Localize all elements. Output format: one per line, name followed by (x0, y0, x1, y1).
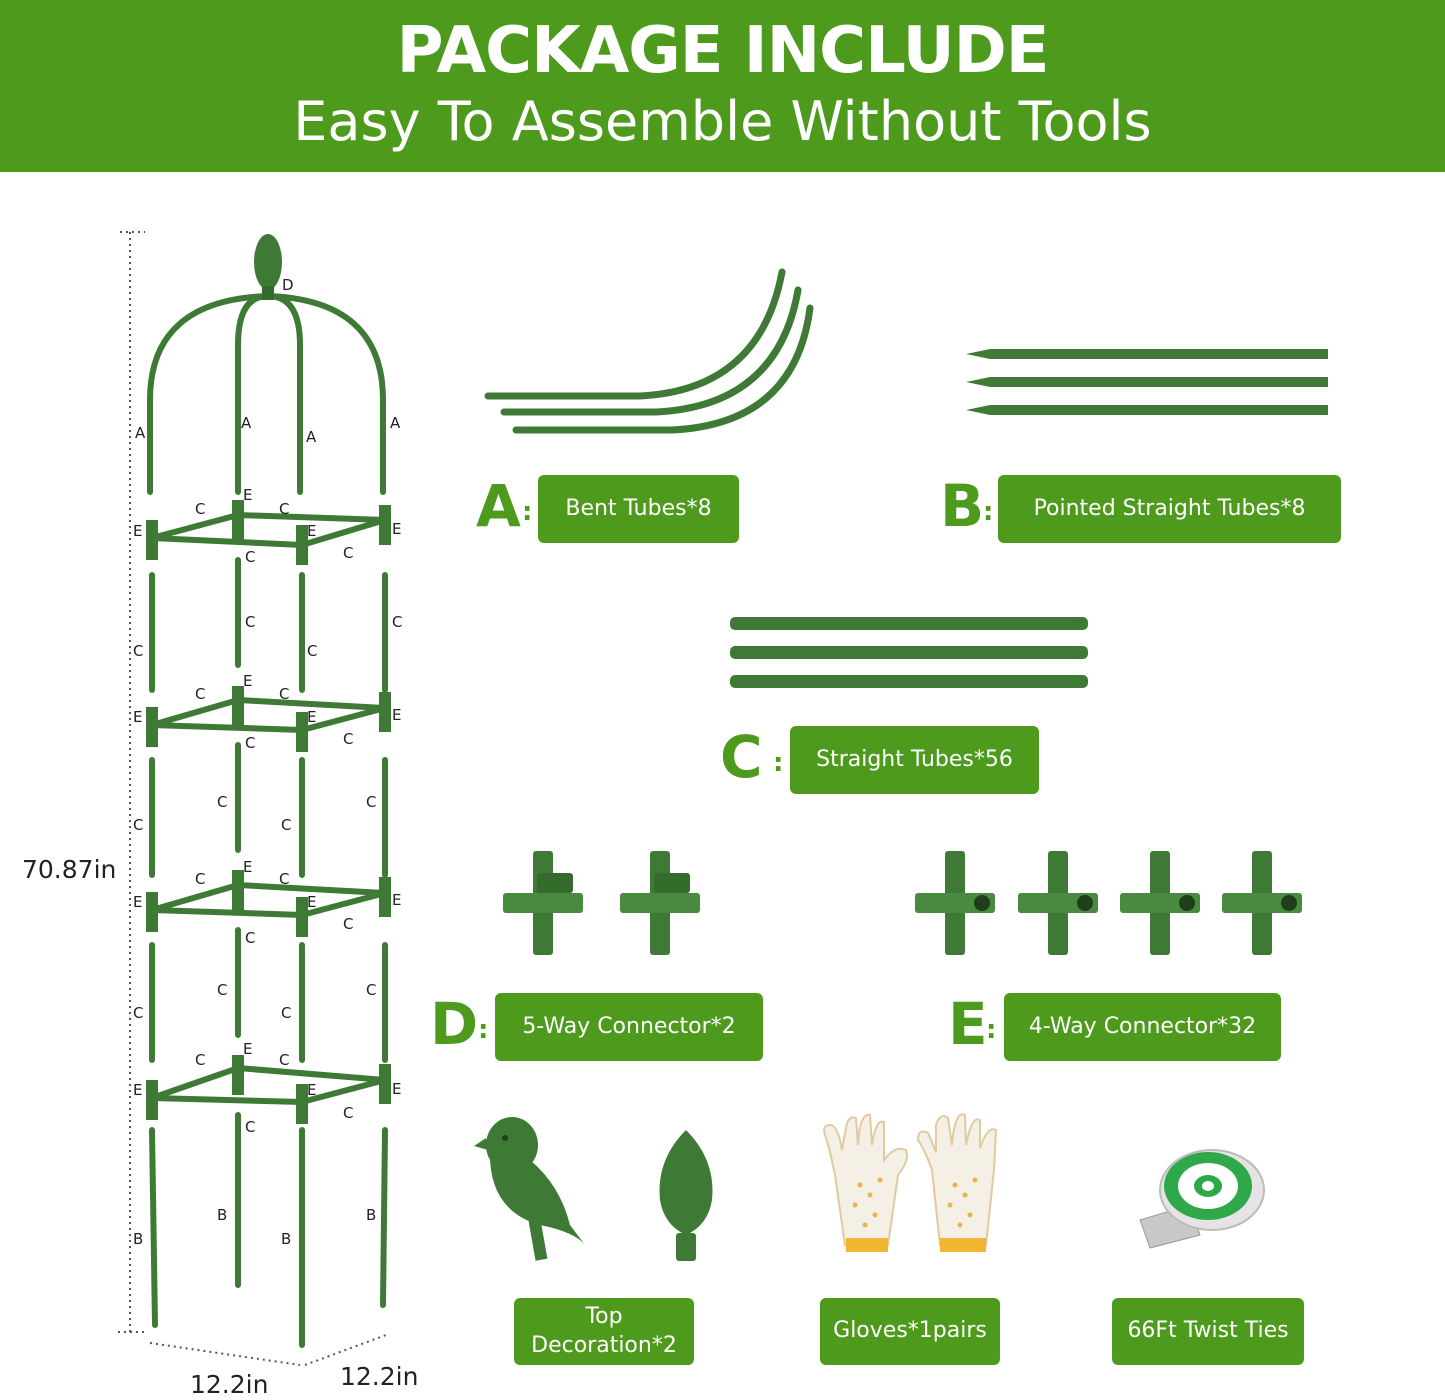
tag-c: C (366, 793, 376, 811)
tag-c: C (195, 500, 205, 518)
tag-c: C (245, 548, 255, 566)
tag-e: E (307, 522, 316, 540)
tag-e: E (243, 1040, 252, 1058)
top-decoration-line2: Decoration*2 (531, 1332, 677, 1358)
part-b-label: Pointed Straight Tubes*8 (998, 475, 1341, 543)
tag-c: C (245, 613, 255, 631)
tag-c: C (279, 870, 289, 888)
tag-c: C (281, 816, 291, 834)
tag-c: C (195, 1051, 205, 1069)
tag-e: E (133, 893, 142, 911)
tag-c: C (343, 915, 353, 933)
tag-c: C (245, 929, 255, 947)
trellis-diagram-icon: D A A A A E E E E C C C C C C C C E E E … (118, 231, 402, 1366)
part-d-label: 5-Way Connector*2 (495, 993, 763, 1061)
four-way-connector-icon (915, 851, 1302, 955)
part-b-colon: : (983, 497, 994, 527)
width-side-dimension: 12.2in (340, 1362, 419, 1391)
tag-c: C (279, 1051, 289, 1069)
tag-e: E (307, 708, 316, 726)
tag-d: D (282, 276, 294, 294)
five-way-connector-icon (503, 851, 700, 955)
top-decoration-label: Top Decoration*2 (514, 1298, 694, 1365)
tag-b: B (281, 1230, 291, 1248)
tag-a: A (390, 414, 401, 432)
tag-c: C (281, 1004, 291, 1022)
tag-c: C (217, 793, 227, 811)
tag-c: C (392, 613, 402, 631)
part-c-letter: C (720, 723, 763, 791)
bird-ornament-icon (474, 1117, 585, 1261)
tag-e: E (307, 893, 316, 911)
gloves-icon (823, 1113, 998, 1252)
part-b-letter: B (940, 472, 985, 540)
tag-a: A (241, 414, 252, 432)
straight-tube-icon (966, 349, 1328, 415)
part-d-letter: D (430, 990, 479, 1058)
tag-c: C (195, 685, 205, 703)
tag-c: C (307, 642, 317, 660)
twist-tie-spool-icon (1139, 1149, 1265, 1249)
part-a-colon: : (522, 497, 533, 527)
tag-b: B (217, 1206, 227, 1224)
height-dimension: 70.87in (22, 855, 117, 884)
tag-c: C (195, 870, 205, 888)
tag-c: C (343, 544, 353, 562)
tag-c: C (245, 1118, 255, 1136)
width-front-dimension: 12.2in (190, 1370, 269, 1399)
page-subtitle: Easy To Assemble Without Tools (293, 90, 1152, 153)
tag-c: C (133, 1004, 143, 1022)
tag-c: C (279, 685, 289, 703)
tag-a: A (135, 424, 146, 442)
tag-c: C (217, 981, 227, 999)
tag-c: C (245, 734, 255, 752)
tag-e: E (243, 486, 252, 504)
tag-e: E (133, 708, 142, 726)
straight-tube-icon (730, 617, 1088, 688)
part-a-letter: A (476, 472, 521, 540)
tag-e: E (392, 520, 401, 538)
tag-c: C (366, 981, 376, 999)
part-e-colon: : (986, 1015, 997, 1045)
part-d-colon: : (478, 1015, 489, 1045)
tag-c: C (279, 500, 289, 518)
finial-icon (659, 1130, 713, 1261)
top-decoration-line1: Top (585, 1303, 623, 1329)
part-c-label: Straight Tubes*56 (790, 726, 1039, 794)
tag-e: E (243, 858, 252, 876)
tag-c: C (343, 1104, 353, 1122)
tag-e: E (133, 522, 142, 540)
twist-ties-label: 66Ft Twist Ties (1112, 1298, 1304, 1365)
tag-c: C (343, 730, 353, 748)
tag-e: E (392, 1080, 401, 1098)
header-banner: PACKAGE INCLUDE Easy To Assemble Without… (0, 0, 1445, 172)
tag-b: B (366, 1206, 376, 1224)
tag-c: C (133, 816, 143, 834)
tag-e: E (392, 891, 401, 909)
part-c-colon: : (773, 748, 784, 778)
part-e-letter: E (948, 990, 988, 1058)
tag-e: E (392, 706, 401, 724)
tag-a: A (306, 428, 317, 446)
part-e-label: 4-Way Connector*32 (1004, 993, 1281, 1061)
tag-e: E (133, 1081, 142, 1099)
tag-e: E (243, 672, 252, 690)
page-title: PACKAGE INCLUDE (396, 14, 1050, 88)
tag-e: E (307, 1081, 316, 1099)
tag-b: B (133, 1230, 143, 1248)
tag-c: C (133, 642, 143, 660)
bent-tube-icon (484, 268, 814, 434)
gloves-label: Gloves*1pairs (820, 1298, 1000, 1365)
part-a-label: Bent Tubes*8 (538, 475, 739, 543)
